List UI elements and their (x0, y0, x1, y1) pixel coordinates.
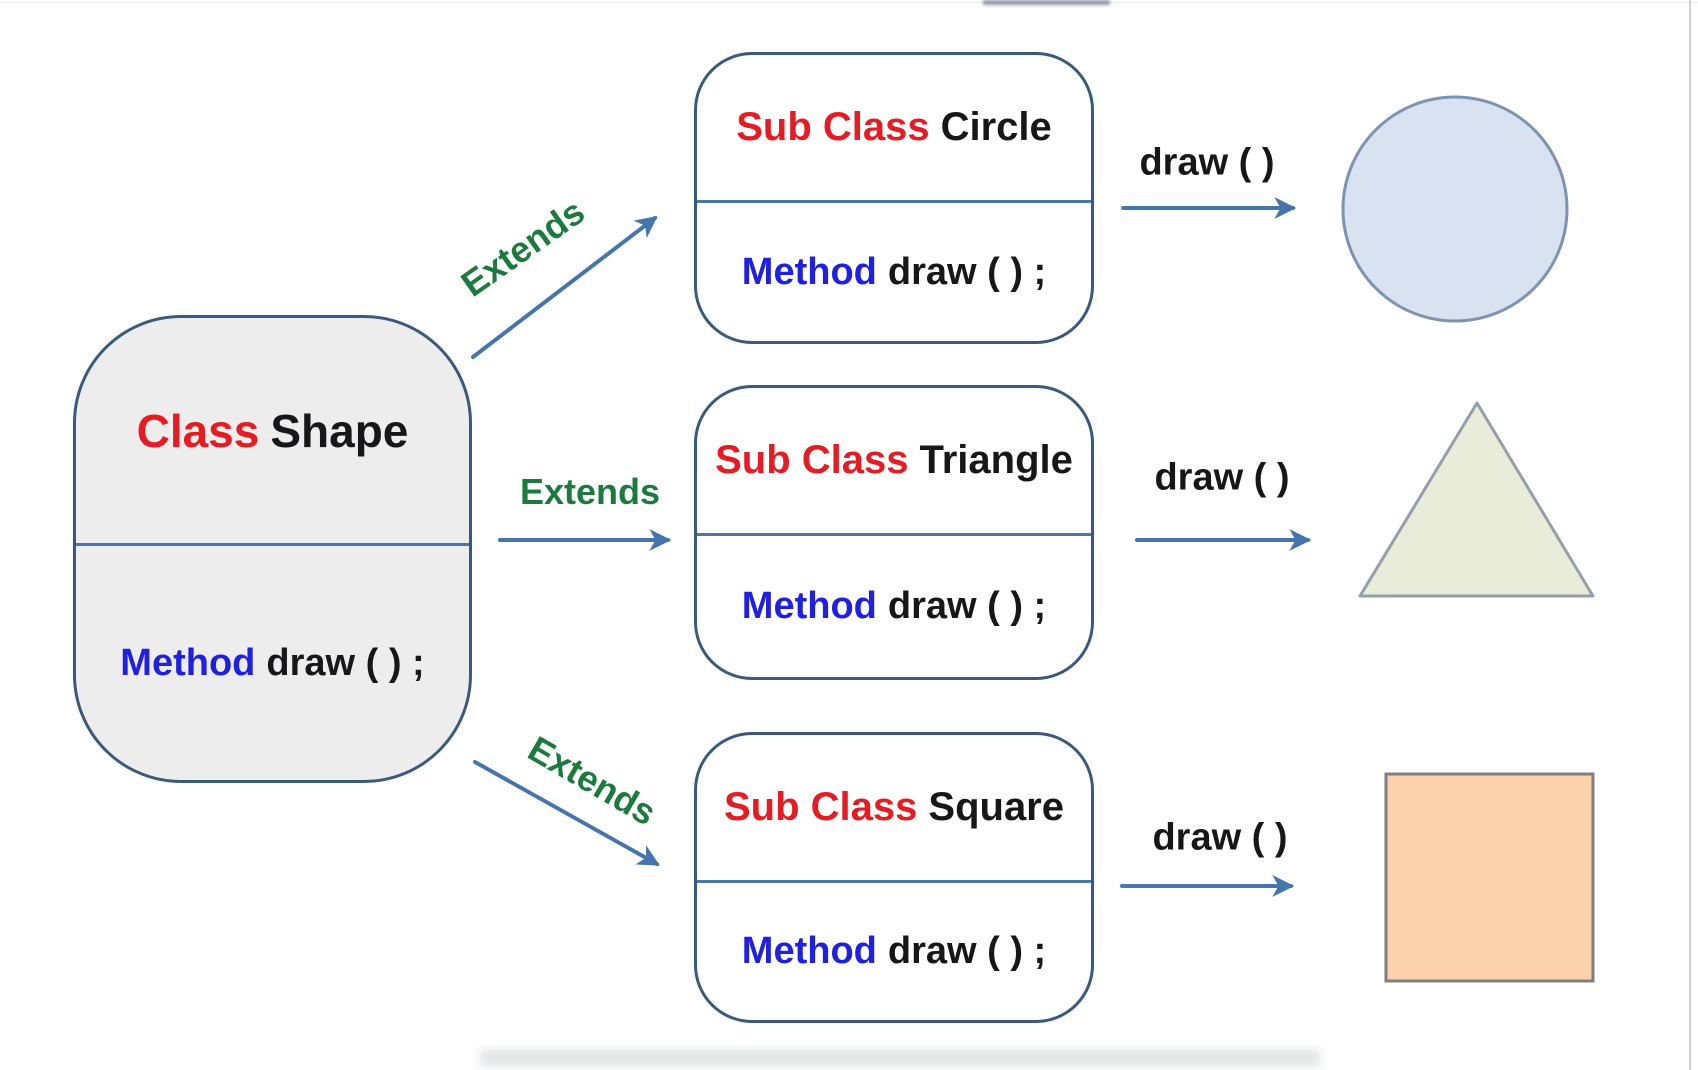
subclass-triangle-method-body: draw ( ) ; (887, 585, 1047, 627)
base-class-name: Shape (270, 404, 409, 457)
result-square-shape (1384, 772, 1595, 983)
subclass-triangle-method-keyword: Method (741, 585, 877, 627)
subclass-square-method-body: draw ( ) ; (887, 930, 1047, 972)
base-class-method-body: draw ( ) ; (266, 641, 425, 684)
draw-call-label-triangle: draw ( ) (1154, 456, 1290, 499)
result-triangle-shape (1358, 401, 1595, 598)
extends-arrow-circle (471, 215, 658, 359)
result-circle-shape (1341, 95, 1569, 323)
subclass-circle-method-body: draw ( ) ; (887, 250, 1047, 293)
cropped-caption-artifact (480, 1050, 1320, 1066)
subclass-square-keyword: Sub Class (723, 785, 918, 829)
subclass-circle-method-keyword: Method (741, 250, 877, 293)
base-class-method-keyword: Method (120, 641, 256, 684)
draw-call-label-circle: draw ( ) (1139, 141, 1275, 184)
subclass-triangle-name: Triangle (919, 438, 1073, 482)
subclass-circle-keyword: Sub Class (736, 105, 930, 149)
image-top-edge-line (0, 2, 1698, 3)
draw-call-label-square: draw ( ) (1152, 816, 1288, 859)
subclass-square-name: Square (928, 785, 1064, 829)
extends-arrow-square (473, 760, 660, 866)
extends-label-triangle: Extends (519, 471, 661, 512)
base-class-keyword: Class (136, 404, 260, 457)
subclass-square-method-keyword: Method (741, 930, 877, 972)
subclass-circle-name: Circle (940, 105, 1052, 149)
image-right-edge-line (1689, 0, 1691, 1070)
cropped-artifact-top (983, 0, 1110, 5)
subclass-triangle-keyword: Sub Class (715, 438, 909, 482)
